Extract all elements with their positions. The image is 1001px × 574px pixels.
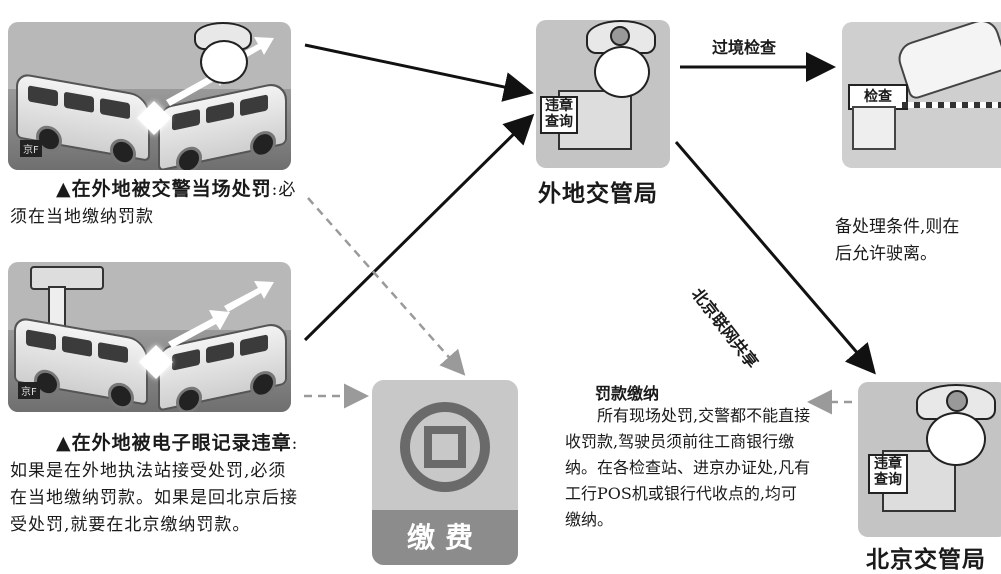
traffic-camera-icon xyxy=(30,266,104,290)
license-plate: 京F xyxy=(20,140,42,157)
traffic-officer-icon xyxy=(594,46,650,98)
arrow-onsite-to-local xyxy=(304,43,534,102)
checkpoint-booth xyxy=(852,106,896,150)
police-badge-icon xyxy=(946,390,968,412)
camera-record-illustration: 京F xyxy=(8,262,291,412)
checkpoint-text-line2: 后允许驶离。 xyxy=(835,244,937,264)
onsite-penalty-illustration: 京F xyxy=(8,22,291,170)
license-plate: 京F xyxy=(18,382,40,399)
fine-payment-title: 罚款缴纳 xyxy=(595,384,660,403)
arrow-local-to-beijing xyxy=(674,141,876,375)
checkpoint-text: 备处理条件,则在 后允许驶离。 xyxy=(835,214,959,268)
beijing-traffic-bureau-illustration: 违章查询 xyxy=(858,382,1001,537)
violation-query-sign: 违章查询 xyxy=(868,454,908,494)
traffic-officer-icon xyxy=(200,40,248,84)
border-check-label: 过境检查 xyxy=(712,38,777,57)
arrow-camera-to-local xyxy=(303,113,535,342)
payment-badge: 缴费 xyxy=(372,510,518,565)
checkpoint-illustration: 检查 xyxy=(842,22,1001,168)
local-traffic-bureau-label: 外地交管局 xyxy=(538,181,658,207)
onsite-caption-text: :必须在当地缴纳罚款 xyxy=(10,180,297,227)
fine-payment-body: 所有现场处罚,交警都不能直接收罚款,驾驶员须前往工商银行缴纳。在各检查站、进京办… xyxy=(565,406,811,529)
checkpoint-sign: 检查 xyxy=(848,84,908,110)
arrow-onsite-to-payment xyxy=(307,197,466,376)
onsite-caption: ▲在外地被交警当场处罚:必须在当地缴纳罚款 xyxy=(10,176,300,231)
icbc-payment-panel: 缴费 xyxy=(372,380,518,565)
barrier-gate xyxy=(902,102,1001,108)
camera-caption-title: ▲在外地被电子眼记录违章 xyxy=(56,432,292,454)
violation-query-sign: 违章查询 xyxy=(540,96,578,134)
camera-caption-text: :如果是在外地执法站接受处罚,必须在当地缴纳罚款。如果是回北京后接受处罚,就要在… xyxy=(10,434,299,535)
local-traffic-bureau-illustration: 违章查询 xyxy=(536,20,670,168)
icbc-logo-icon xyxy=(400,402,490,492)
police-badge-icon xyxy=(610,26,630,46)
road-arrows-icon xyxy=(168,281,274,348)
camera-caption: ▲在外地被电子眼记录违章:如果是在外地执法站接受处罚,必须在当地缴纳罚款。如果是… xyxy=(10,430,302,539)
onsite-caption-title: ▲在外地被交警当场处罚 xyxy=(56,178,272,200)
traffic-officer-icon xyxy=(926,412,986,466)
checkpoint-text-line1: 备处理条件,则在 xyxy=(835,217,960,237)
